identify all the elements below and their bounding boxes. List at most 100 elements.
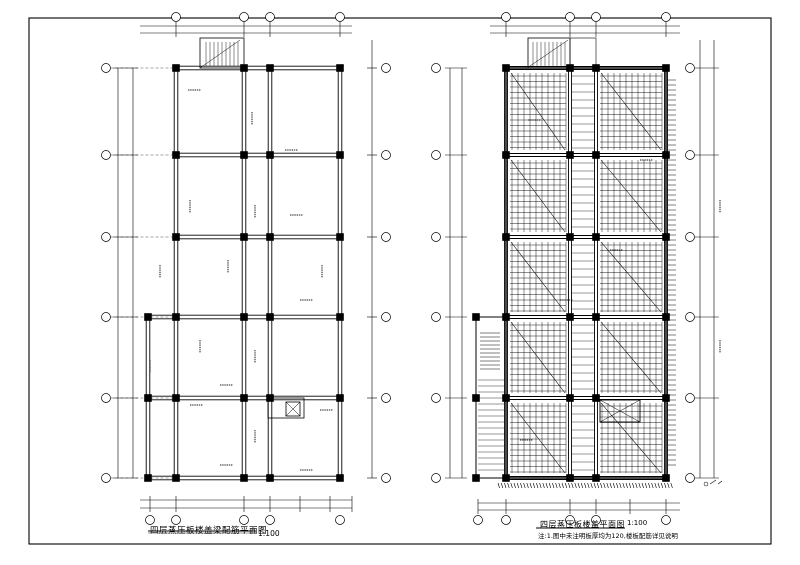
hatch-stroke [548, 482, 552, 489]
right-plan [431, 12, 723, 525]
axis-bubble [431, 232, 441, 242]
axis-bubble [101, 232, 111, 242]
hatch-stroke [648, 482, 651, 489]
hatch-stroke [504, 482, 507, 489]
axis-bubble [335, 12, 345, 22]
hatch-stroke [609, 482, 612, 489]
column [566, 64, 574, 72]
stair-arrow [199, 39, 241, 69]
column [592, 474, 600, 482]
column [172, 64, 180, 72]
hatch-stroke [644, 482, 648, 489]
hatch-stroke [529, 482, 532, 489]
column [336, 151, 344, 159]
hatch-stroke [558, 482, 561, 489]
hatch-stroke [632, 482, 635, 489]
axis-bubble [381, 232, 391, 242]
right-columns [472, 64, 670, 482]
column [240, 233, 248, 241]
column [266, 64, 274, 72]
axis-bubble [431, 312, 441, 322]
axis-bubble [265, 12, 275, 22]
column [240, 64, 248, 72]
column [662, 394, 670, 402]
axis-bubble [501, 515, 511, 525]
axis-bubble [101, 150, 111, 160]
column [336, 233, 344, 241]
hatch-stroke [584, 482, 587, 489]
hatch-stroke [638, 482, 641, 489]
hatch-stroke [616, 482, 619, 489]
slab-diagonal [600, 241, 662, 313]
hatch-stroke [641, 482, 644, 489]
axis-bubble [431, 393, 441, 403]
axis-bubble [685, 63, 695, 73]
column [592, 64, 600, 72]
column [566, 151, 574, 159]
hatch-stroke [667, 482, 670, 489]
hatch-stroke [545, 482, 548, 489]
column [172, 151, 180, 159]
column [502, 313, 510, 321]
hatch-stroke [628, 482, 632, 489]
hatch-stroke [555, 482, 558, 489]
axis-bubble [101, 312, 111, 322]
hatch-stroke [539, 482, 542, 489]
hatch-stroke [523, 482, 526, 489]
column [266, 474, 274, 482]
column [240, 474, 248, 482]
column [662, 313, 670, 321]
column [240, 394, 248, 402]
column [144, 394, 152, 402]
hatch-stroke [536, 482, 539, 489]
hatch-stroke [574, 482, 577, 489]
hatch-stroke [510, 482, 513, 489]
axis-bubble [591, 515, 601, 525]
column [566, 394, 574, 402]
column [592, 313, 600, 321]
column [662, 474, 670, 482]
shaft [569, 37, 597, 69]
inner-room [267, 397, 305, 419]
slab-diagonal [600, 72, 662, 151]
axis-bubble [265, 515, 275, 525]
right-slabs [475, 66, 668, 480]
left-beams [145, 65, 343, 481]
column [472, 474, 480, 482]
hatch-stroke [660, 482, 664, 489]
column [266, 151, 274, 159]
axis-bubble [661, 515, 671, 525]
column [172, 233, 180, 241]
axis-bubble [381, 63, 391, 73]
axis-bubble [431, 150, 441, 160]
column [472, 394, 480, 402]
sketch-mark [717, 480, 723, 485]
column [566, 474, 574, 482]
column [592, 151, 600, 159]
hatch-stroke [507, 482, 510, 489]
right-dimensions [431, 12, 719, 525]
inner-room [599, 399, 641, 423]
hatch-stroke [516, 482, 520, 489]
hatch-stroke [552, 482, 555, 489]
axis-bubble [381, 150, 391, 160]
left-plan [101, 12, 391, 525]
axis-bubble [101, 473, 111, 483]
hatch-stroke [670, 482, 673, 489]
inner-room-core [285, 401, 301, 417]
column [144, 474, 152, 482]
column [336, 394, 344, 402]
column [336, 474, 344, 482]
hatch-stroke [542, 482, 545, 489]
axis-bubble [239, 515, 249, 525]
slab-diagonal [600, 402, 662, 474]
column [336, 313, 344, 321]
axis-bubble [431, 63, 441, 73]
left-dimensions [101, 12, 391, 525]
right-stair [527, 37, 597, 69]
column [662, 64, 670, 72]
column [502, 474, 510, 482]
column [662, 151, 670, 159]
hatch-stroke [568, 482, 571, 489]
